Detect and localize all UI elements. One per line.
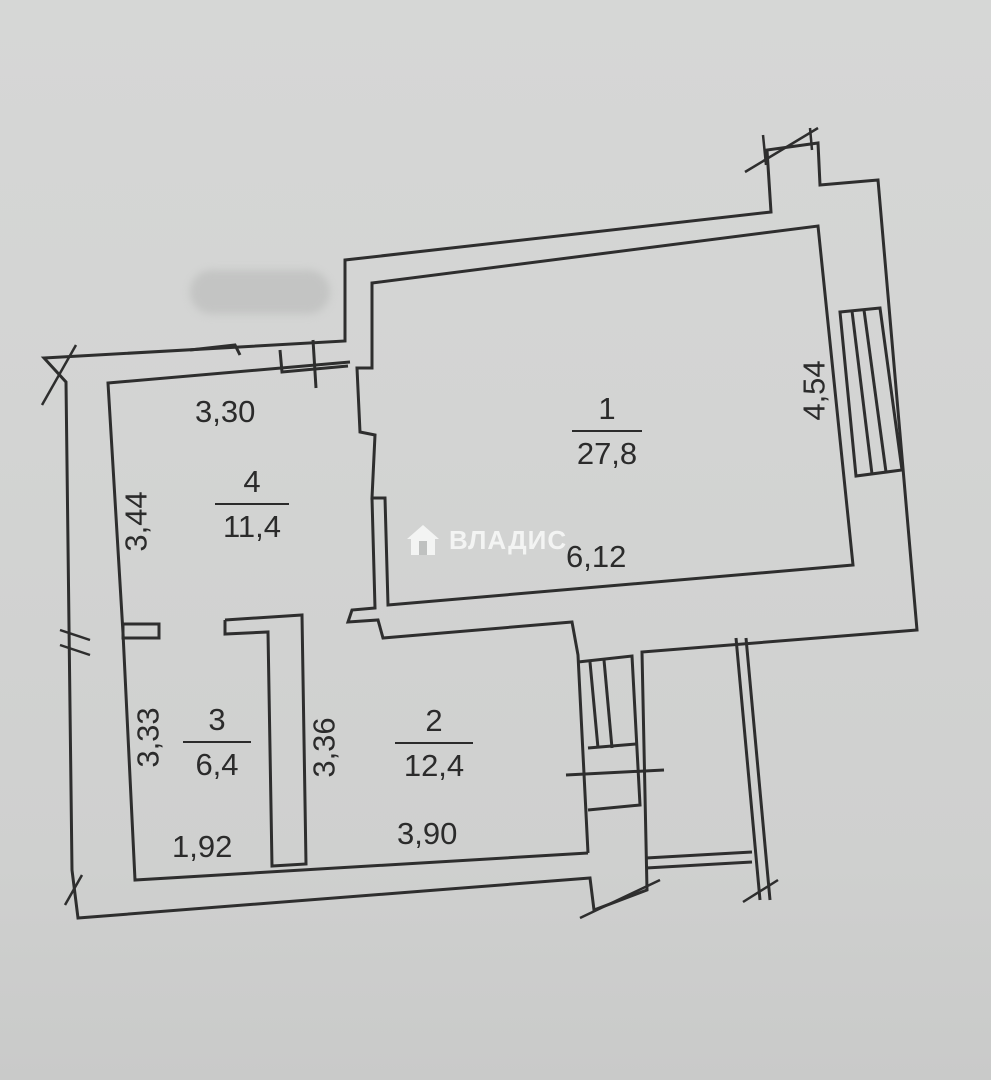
dim-room-4-width: 3,30 [195, 394, 256, 429]
dim-room-3-width: 1,92 [172, 829, 233, 864]
room-1-label: 1 27,8 [572, 393, 642, 469]
wall-stub [121, 622, 161, 640]
room-3-area: 6,4 [195, 747, 239, 782]
window-room-1 [838, 306, 904, 478]
dim-room-1-height: 4,54 [796, 360, 832, 421]
dim-room-4-height: 3,44 [118, 491, 154, 552]
room-3-label: 3 6,4 [183, 704, 251, 780]
tick-marks [40, 126, 819, 920]
room-4-area: 11,4 [222, 509, 282, 544]
redacted-patch [190, 270, 330, 314]
dim-room-3-height: 3,33 [130, 707, 166, 768]
room-2-number: 2 [425, 703, 443, 738]
partition-4-1 [345, 497, 590, 854]
entry-notch [189, 343, 242, 356]
balcony-door [565, 654, 665, 812]
dim-room-2-width: 3,90 [397, 816, 458, 851]
room-1-number: 1 [598, 391, 616, 426]
room-4-number: 4 [243, 464, 261, 499]
watermark: ВЛАДИС [405, 523, 567, 557]
window-room-4 [278, 339, 349, 389]
dim-room-2-height: 3,36 [306, 717, 342, 778]
room-3-number: 3 [208, 702, 226, 737]
dim-room-1-width: 6,12 [566, 539, 627, 574]
balcony [645, 637, 772, 901]
room-1-area: 27,8 [576, 436, 638, 471]
watermark-text: ВЛАДИС [449, 524, 568, 555]
house-logo-icon [407, 525, 439, 555]
room-2-area: 12,4 [403, 748, 465, 783]
room-2-label: 2 12,4 [395, 705, 473, 781]
partition-3-2 [223, 613, 308, 868]
outer-wall-outline [40, 141, 919, 920]
room-4-label: 4 11,4 [215, 466, 289, 542]
